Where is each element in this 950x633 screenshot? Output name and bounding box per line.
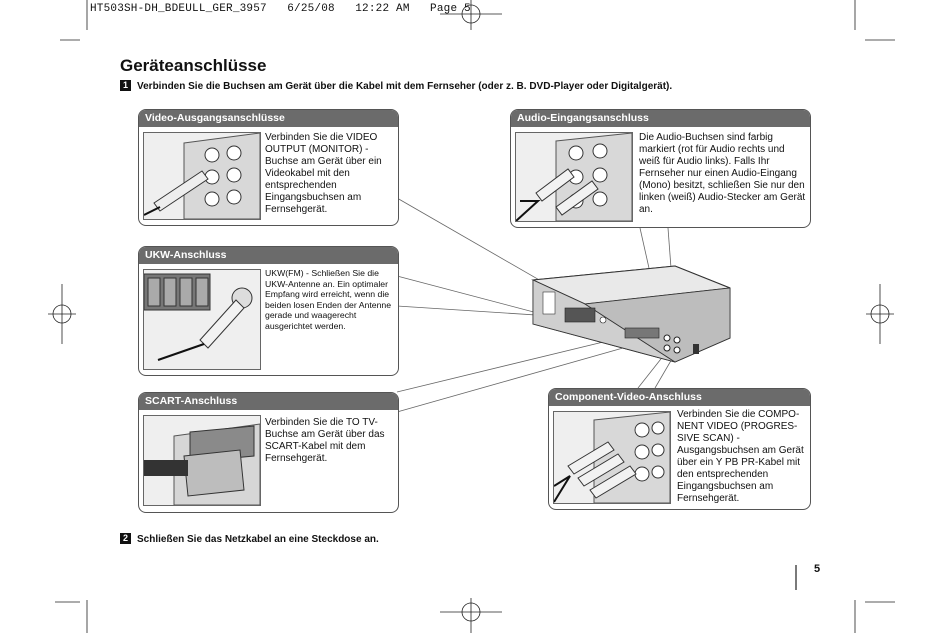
- step-1: 1 Verbinden Sie die Buchsen am Gerät über…: [120, 80, 672, 92]
- audio-input-panel: Audio-Eingangsanschluss Die Audio-Buchse…: [510, 109, 811, 228]
- scart-heading: SCART-Anschluss: [139, 393, 398, 410]
- audio-input-heading: Audio-Eingangsanschluss: [511, 110, 810, 127]
- component-jack-illustration: [553, 411, 671, 504]
- component-video-heading: Component-Video-Anschluss: [549, 389, 810, 406]
- step-2-number: 2: [120, 533, 131, 544]
- audio-jack-illustration: [515, 132, 633, 222]
- audio-input-text: Die Audio-Buchsen sind farbig markiert (…: [639, 132, 806, 215]
- video-jack-illustration: [143, 132, 261, 220]
- fm-antenna-text: UKW(FM) - Schließen Sie die UKW-Antenne …: [265, 268, 392, 331]
- print-slug-line: HT503SH-DH_BDEULL_GER_3957 6/25/08 12:22…: [90, 3, 471, 15]
- fm-antenna-panel: UKW-Anschluss UKW(FM) - Schließen Sie di…: [138, 246, 399, 376]
- step-1-text: Verbinden Sie die Buchsen am Gerät über …: [137, 81, 673, 92]
- video-output-panel: Video-Ausgangsanschlüsse Verbinden Sie d…: [138, 109, 399, 226]
- step-2: 2 Schließen Sie das Netzkabel an eine Ste…: [120, 533, 379, 545]
- step-1-number: 1: [120, 80, 131, 91]
- component-video-text: Verbinden Sie die COMPO- NENT VIDEO (PRO…: [677, 409, 804, 504]
- video-output-text: Verbinden Sie die VIDEO OUTPUT (MONITOR)…: [265, 132, 382, 215]
- fm-antenna-heading: UKW-Anschluss: [139, 247, 398, 264]
- video-output-heading: Video-Ausgangsanschlüsse: [139, 110, 398, 127]
- scart-text: Verbinden Sie die TO TV- Buchse am Gerät…: [265, 417, 385, 464]
- scart-panel: SCART-Anschluss Verbinden Sie die TO TV-…: [138, 392, 399, 513]
- dvd-receiver-illustration: [531, 265, 731, 363]
- fm-antenna-illustration: [143, 269, 261, 370]
- page-title: Geräteanschlüsse: [120, 56, 267, 75]
- step-2-text: Schließen Sie das Netzkabel an eine Stec…: [137, 534, 379, 545]
- scart-illustration: [143, 415, 261, 506]
- component-video-panel: Component-Video-Anschluss Verbinden Sie …: [548, 388, 811, 510]
- page-number: 5: [814, 563, 821, 575]
